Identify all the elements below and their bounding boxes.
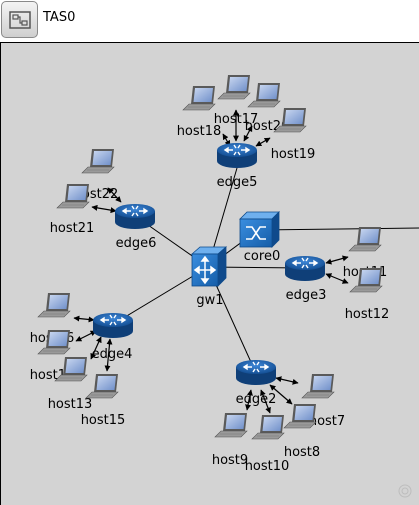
node-label-core0: core0 xyxy=(244,249,280,264)
node-edge3[interactable]: edge3 xyxy=(284,255,327,303)
node-host10[interactable]: host10 xyxy=(245,414,290,474)
node-label-edge2: edge2 xyxy=(236,392,277,407)
node-label-host12: host12 xyxy=(345,307,390,322)
node-label-host21: host21 xyxy=(50,221,95,236)
node-host8[interactable]: host8 xyxy=(283,403,320,460)
node-host7[interactable]: host7 xyxy=(301,373,345,429)
node-edge4[interactable]: edge4 xyxy=(92,312,134,362)
node-edge5[interactable]: edge5 xyxy=(216,142,258,190)
node-label-host10: host10 xyxy=(245,459,290,474)
node-core0[interactable]: core0 xyxy=(239,211,280,264)
node-host15[interactable]: host15 xyxy=(81,373,126,428)
node-host13[interactable]: host13 xyxy=(48,356,93,412)
node-label-host15: host15 xyxy=(81,413,126,428)
node-host21[interactable]: host21 xyxy=(50,183,95,236)
module-button[interactable] xyxy=(1,1,38,38)
node-host17[interactable] xyxy=(217,74,251,100)
node-edge6[interactable]: edge6 xyxy=(114,203,157,251)
node-label-host17: host17 xyxy=(214,112,259,127)
node-label-host8: host8 xyxy=(284,445,320,460)
node-label-host18: host18 xyxy=(177,124,222,139)
node-label-edge5: edge5 xyxy=(217,175,258,190)
title-bar: TAS0 xyxy=(0,0,419,40)
node-label-host13: host13 xyxy=(48,397,93,412)
node-host12[interactable]: host12 xyxy=(345,267,390,322)
module-icon xyxy=(9,11,31,29)
node-label-gw1: gw1 xyxy=(196,293,223,308)
zoom-icon[interactable] xyxy=(398,484,412,498)
link-arrows xyxy=(73,109,349,414)
window-title: TAS0 xyxy=(43,10,76,25)
node-label-host9: host9 xyxy=(212,453,248,468)
node-host19[interactable]: host19 xyxy=(271,107,316,162)
node-gw1[interactable]: gw1 xyxy=(190,246,228,308)
node-label-host7: host7 xyxy=(309,414,345,429)
node-label-edge3: edge3 xyxy=(286,288,327,303)
node-label-host19: host19 xyxy=(271,147,316,162)
node-host18[interactable]: host18 xyxy=(177,85,222,139)
node-host9[interactable]: host9 xyxy=(212,412,248,468)
node-label-edge6: edge6 xyxy=(116,236,157,251)
node-label-edge4: edge4 xyxy=(92,347,133,362)
node-edge2[interactable]: edge2 xyxy=(235,359,277,407)
